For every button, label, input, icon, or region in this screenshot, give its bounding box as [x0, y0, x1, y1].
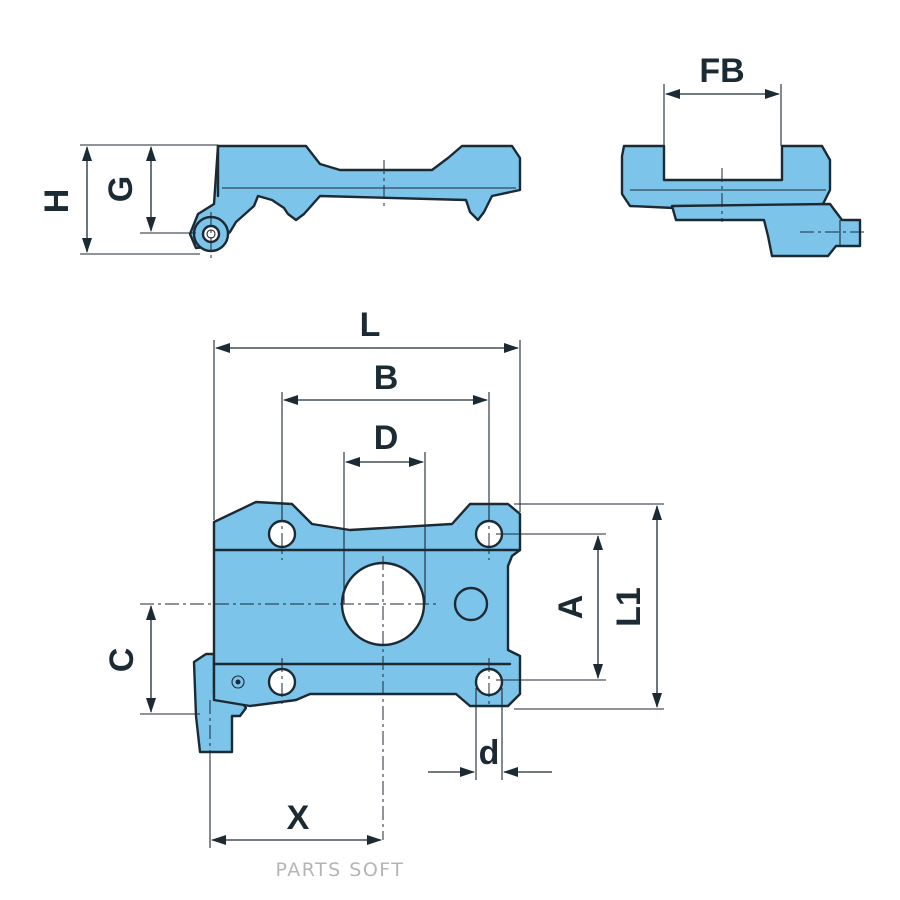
dimension-b: B	[281, 359, 490, 520]
label-fb: FB	[699, 52, 744, 90]
dimension-l1: L1	[514, 503, 664, 710]
label-a: A	[552, 595, 590, 620]
end-view	[620, 144, 868, 258]
label-c: C	[103, 648, 141, 673]
dimension-h: H	[38, 144, 218, 255]
dimension-c: C	[103, 605, 200, 715]
top-view	[140, 500, 522, 840]
label-g: G	[102, 176, 140, 202]
side-view	[188, 144, 522, 262]
dimension-g: G	[102, 146, 196, 234]
label-l: L	[360, 306, 381, 344]
boss	[453, 586, 489, 622]
dimension-d-upper: D	[343, 419, 426, 604]
dimension-d-lower: d	[428, 688, 552, 780]
dimension-x: X	[209, 760, 382, 848]
dimension-l: L	[213, 306, 521, 520]
watermark: PARTS SOFT	[276, 859, 405, 881]
label-b: B	[374, 359, 399, 397]
dimension-a: A	[496, 533, 606, 681]
label-x: X	[287, 799, 310, 837]
label-d-upper: D	[374, 419, 399, 457]
label-d-lower: d	[479, 734, 500, 772]
label-l1: L1	[610, 587, 648, 627]
label-h: H	[38, 189, 76, 214]
dimension-fb: FB	[663, 52, 782, 146]
